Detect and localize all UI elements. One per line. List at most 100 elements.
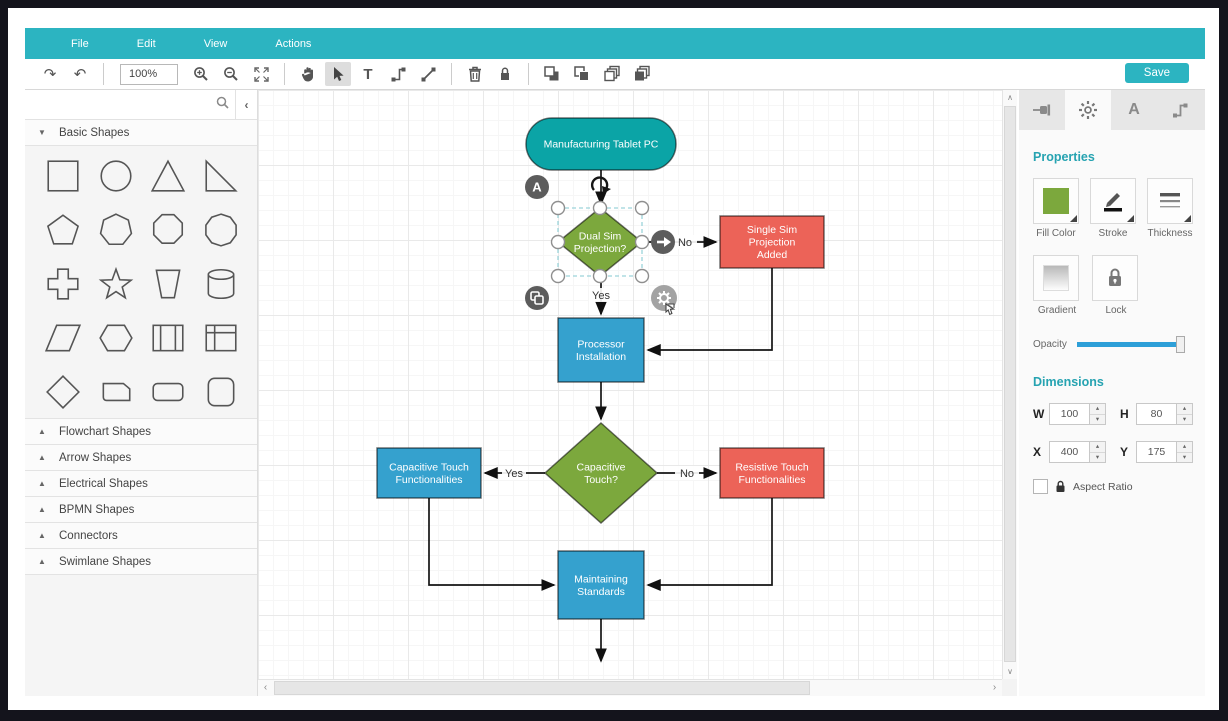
palette-shape-star[interactable] <box>90 264 143 304</box>
bring-to-front-button[interactable] <box>539 62 565 86</box>
tab-settings[interactable] <box>1065 90 1111 130</box>
scroll-down-icon[interactable]: ∨ <box>1007 667 1013 676</box>
rotate-handle[interactable] <box>590 176 609 191</box>
palette-shape-frame[interactable] <box>195 318 248 358</box>
redo-button[interactable]: ↷ <box>37 62 63 86</box>
selection-handle[interactable] <box>550 200 566 216</box>
lock-button[interactable] <box>492 62 518 86</box>
palette-shape-cylinder[interactable] <box>195 264 248 304</box>
scroll-up-icon[interactable]: ∧ <box>1007 93 1013 102</box>
clone-badge[interactable] <box>525 286 549 310</box>
orthogonal-connector-button[interactable] <box>385 62 411 86</box>
palette-shape-right-triangle[interactable] <box>195 156 248 196</box>
horizontal-scrollbar[interactable]: ‹ › <box>258 679 1002 696</box>
section-electrical-shapes[interactable]: ▲Electrical Shapes <box>25 471 257 497</box>
annotation-badge[interactable]: A <box>525 175 549 199</box>
selection-handle[interactable] <box>550 234 566 250</box>
fit-to-page-button[interactable] <box>248 62 274 86</box>
width-spinner[interactable]: ▴▾ <box>1089 403 1106 425</box>
menu-actions[interactable]: Actions <box>275 37 312 50</box>
palette-shape-pentagon[interactable] <box>37 210 90 250</box>
node-manufacturing-tablet-pc[interactable]: Manufacturing Tablet PC <box>525 117 677 171</box>
palette-shape-triangle[interactable] <box>142 156 195 196</box>
section-swimlane-shapes[interactable]: ▲Swimlane Shapes <box>25 549 257 575</box>
selection-handle[interactable] <box>634 234 650 250</box>
tab-pin[interactable] <box>1019 90 1065 130</box>
spin-down-icon[interactable]: ▾ <box>1095 454 1100 461</box>
menu-view[interactable]: View <box>203 37 228 50</box>
palette-shape-square[interactable] <box>37 156 90 196</box>
delete-button[interactable] <box>462 62 488 86</box>
spin-up-icon[interactable]: ▴ <box>1177 442 1192 453</box>
pointer-tool-button[interactable] <box>325 62 351 86</box>
palette-shape-diamond[interactable] <box>37 372 90 412</box>
undo-button[interactable]: ↶ <box>67 62 93 86</box>
spin-down-icon[interactable]: ▾ <box>1095 416 1100 423</box>
section-flowchart-shapes[interactable]: ▲Flowchart Shapes <box>25 419 257 445</box>
palette-shape-trapezoid[interactable] <box>142 264 195 304</box>
spin-down-icon[interactable]: ▾ <box>1182 454 1187 461</box>
opacity-slider-handle[interactable] <box>1176 336 1185 353</box>
save-button[interactable]: Save <box>1124 63 1189 83</box>
zoom-in-button[interactable] <box>188 62 214 86</box>
vertical-scrollbar[interactable]: ∧ ∨ <box>1002 90 1017 679</box>
send-to-back-button[interactable] <box>569 62 595 86</box>
y-input[interactable] <box>1136 441 1176 463</box>
palette-shape-rounded-square[interactable] <box>195 372 248 412</box>
collapse-palette-button[interactable]: ‹ <box>235 90 257 119</box>
tab-connector[interactable] <box>1157 90 1203 130</box>
palette-shape-predefined-process[interactable] <box>142 318 195 358</box>
palette-shape-decagon[interactable] <box>195 210 248 250</box>
pan-tool-button[interactable] <box>295 62 321 86</box>
height-input[interactable] <box>1136 403 1176 425</box>
palette-shape-rounded-rectangle[interactable] <box>142 372 195 412</box>
draw-connector-badge[interactable] <box>651 230 675 254</box>
palette-shape-heptagon[interactable] <box>90 210 143 250</box>
fill-color-button[interactable] <box>1033 178 1079 224</box>
x-spinner[interactable]: ▴▾ <box>1089 441 1106 463</box>
palette-shape-hexagon[interactable] <box>90 318 143 358</box>
spin-down-icon[interactable]: ▾ <box>1182 416 1187 423</box>
menu-file[interactable]: File <box>71 37 89 50</box>
section-bpmn-shapes[interactable]: ▲BPMN Shapes <box>25 497 257 523</box>
edge-connector[interactable] <box>646 498 773 591</box>
horizontal-scroll-thumb[interactable] <box>274 681 810 695</box>
spin-up-icon[interactable]: ▴ <box>1090 442 1105 453</box>
selection-handle[interactable] <box>592 268 608 284</box>
bring-forward-button[interactable] <box>599 62 625 86</box>
width-input[interactable] <box>1049 403 1089 425</box>
text-tool-button[interactable]: T <box>355 62 381 86</box>
spin-up-icon[interactable]: ▴ <box>1090 404 1105 415</box>
selection-handle[interactable] <box>550 268 566 284</box>
palette-shape-circle[interactable] <box>90 156 143 196</box>
height-spinner[interactable]: ▴▾ <box>1176 403 1193 425</box>
lock-toggle-button[interactable] <box>1092 255 1138 301</box>
edge-connector[interactable] <box>646 268 773 356</box>
vertical-scroll-thumb[interactable] <box>1004 106 1016 662</box>
palette-shape-parallelogram[interactable] <box>37 318 90 358</box>
palette-shape-plus[interactable] <box>37 264 90 304</box>
scroll-left-icon[interactable]: ‹ <box>263 682 268 693</box>
palette-shape-octagon[interactable] <box>142 210 195 250</box>
zoom-out-button[interactable] <box>218 62 244 86</box>
selection-handle[interactable] <box>634 268 650 284</box>
tab-text[interactable]: A <box>1111 90 1157 130</box>
menu-edit[interactable]: Edit <box>136 37 156 50</box>
section-basic-shapes[interactable]: ▼ Basic Shapes <box>25 120 257 146</box>
zoom-level-input[interactable] <box>120 63 178 85</box>
aspect-ratio-checkbox[interactable] <box>1033 479 1048 494</box>
spin-up-icon[interactable]: ▴ <box>1177 404 1192 415</box>
straight-connector-button[interactable] <box>415 62 441 86</box>
selection-handle[interactable] <box>634 200 650 216</box>
palette-shape-card[interactable] <box>90 372 143 412</box>
section-connectors[interactable]: ▲Connectors <box>25 523 257 549</box>
edge-connector[interactable] <box>428 498 556 591</box>
